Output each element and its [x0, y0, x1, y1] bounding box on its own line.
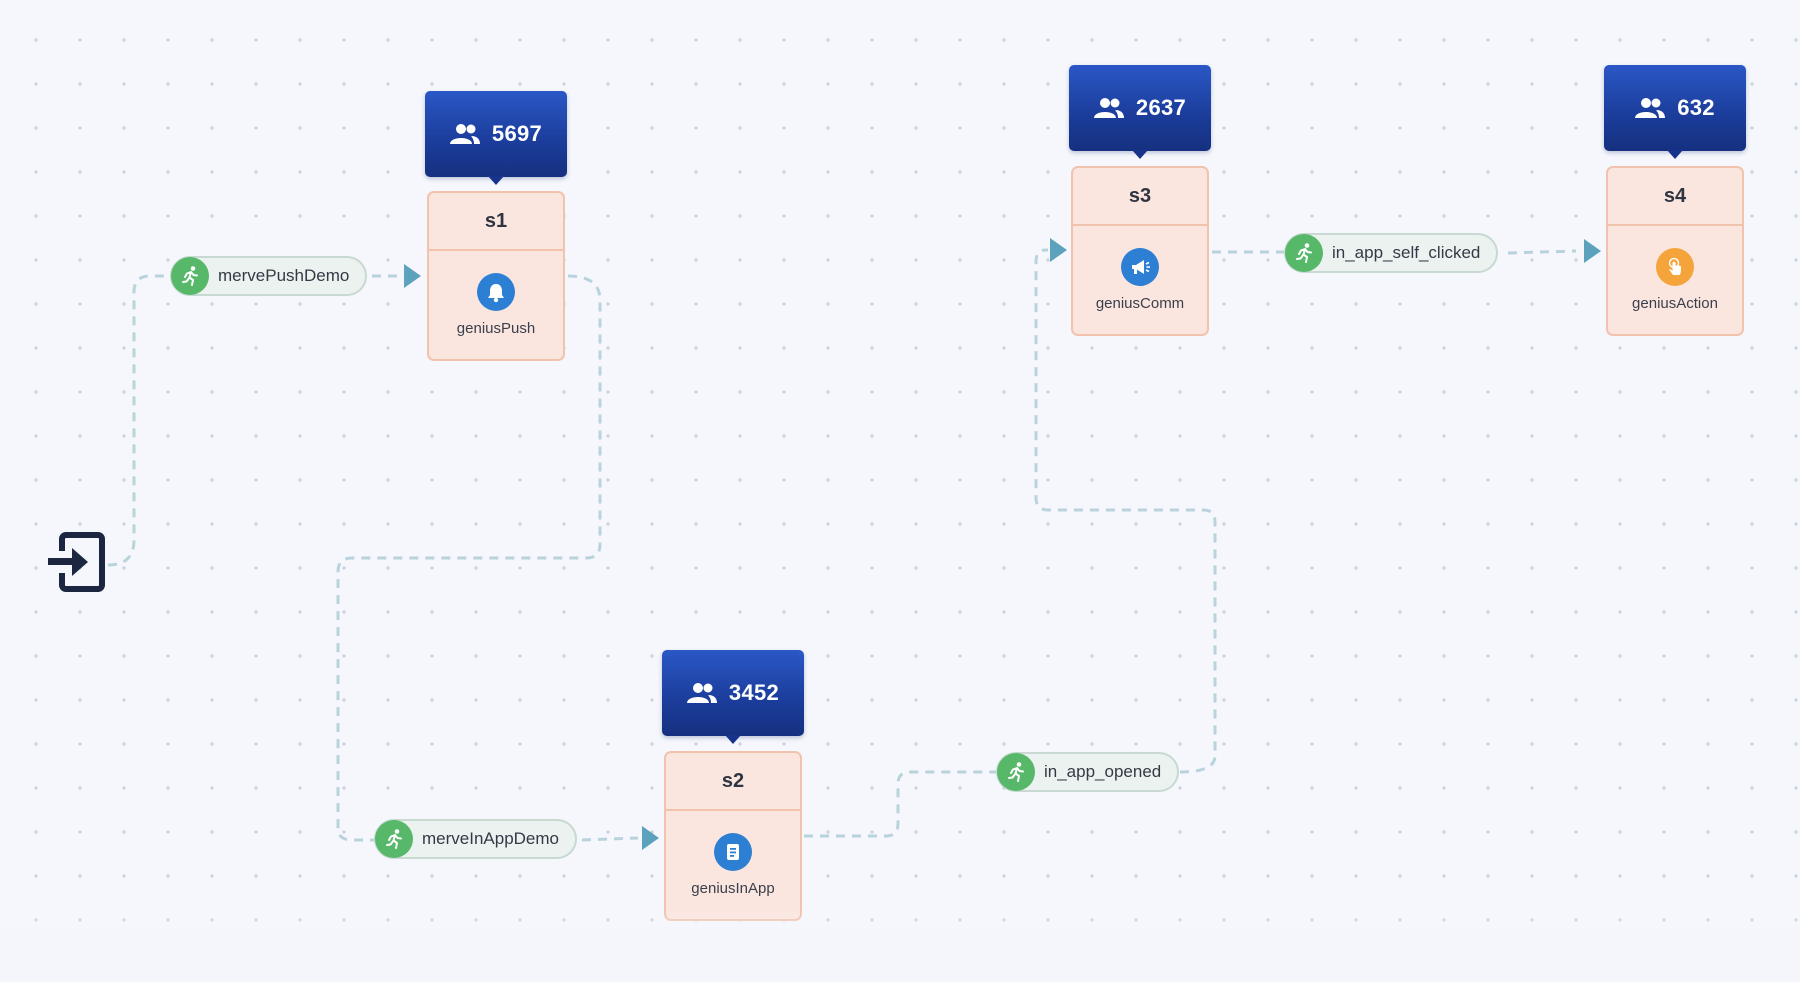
- running-person-icon: [1285, 234, 1323, 272]
- arrowhead-s3: [1050, 238, 1067, 262]
- step-node-s1[interactable]: s1 geniusPush: [427, 191, 565, 361]
- running-person-icon: [375, 820, 413, 858]
- arrowhead-s4: [1584, 239, 1601, 263]
- audience-count: 3452: [728, 680, 780, 705]
- step-node-s3[interactable]: s3 geniusComm: [1071, 166, 1209, 336]
- connector-merveinappdemo-to-s2: [581, 836, 639, 842]
- step-title: s2: [666, 753, 800, 811]
- arrowhead-s2: [642, 826, 659, 850]
- arrowhead-s1: [404, 264, 421, 288]
- channel-label: geniusComm: [1095, 295, 1185, 312]
- step-node-s4[interactable]: s4 geniusAction: [1606, 166, 1744, 336]
- users-icon: [686, 683, 717, 703]
- event-label: in_app_opened: [1044, 762, 1162, 781]
- event-pill-in-app-opened[interactable]: in_app_opened: [996, 752, 1180, 792]
- enter-icon[interactable]: [48, 531, 106, 593]
- connector-s2-to-inappopened: [804, 770, 996, 838]
- users-icon: [449, 124, 480, 144]
- event-label: merveInAppDemo: [422, 829, 560, 848]
- step-title: s1: [429, 193, 563, 251]
- event-pill-in-app-self-clicked[interactable]: in_app_self_clicked: [1284, 233, 1499, 273]
- users-icon: [1635, 98, 1666, 118]
- step-title: s4: [1608, 168, 1742, 226]
- event-label: in_app_self_clicked: [1332, 243, 1481, 262]
- connector-s1-to-merveinappdemo: [336, 274, 602, 842]
- connector-entry-to-mervepushdemo: [107, 274, 172, 567]
- audience-count: 632: [1677, 95, 1715, 120]
- megaphone-icon: [1121, 248, 1159, 286]
- audience-badge-s3[interactable]: 2637: [1069, 65, 1211, 159]
- running-person-icon: [997, 753, 1035, 791]
- document-icon: [714, 833, 752, 871]
- channel-label: geniusInApp: [691, 880, 775, 897]
- step-title: s3: [1073, 168, 1207, 226]
- event-pill-merveinappdemo[interactable]: merveInAppDemo: [374, 819, 578, 859]
- event-label: mervePushDemo: [218, 266, 350, 285]
- audience-count: 5697: [491, 121, 543, 146]
- channel-label: geniusPush: [456, 320, 536, 337]
- audience-badge-s4[interactable]: 632: [1604, 65, 1746, 159]
- users-icon: [1093, 98, 1124, 118]
- audience-badge-s2[interactable]: 3452: [662, 650, 804, 744]
- pointer-icon: [1656, 248, 1694, 286]
- bell-icon: [477, 273, 515, 311]
- connector-inappselfclicked-to-s4: [1507, 249, 1577, 255]
- running-person-icon: [171, 257, 209, 295]
- channel-label: geniusAction: [1632, 295, 1718, 312]
- audience-count: 2637: [1135, 95, 1187, 120]
- step-node-s2[interactable]: s2 geniusInApp: [664, 751, 802, 921]
- event-pill-mervepushdemo[interactable]: mervePushDemo: [170, 256, 368, 296]
- connector-inappopened-to-s3: [1034, 248, 1217, 774]
- audience-badge-s1[interactable]: 5697: [425, 91, 567, 185]
